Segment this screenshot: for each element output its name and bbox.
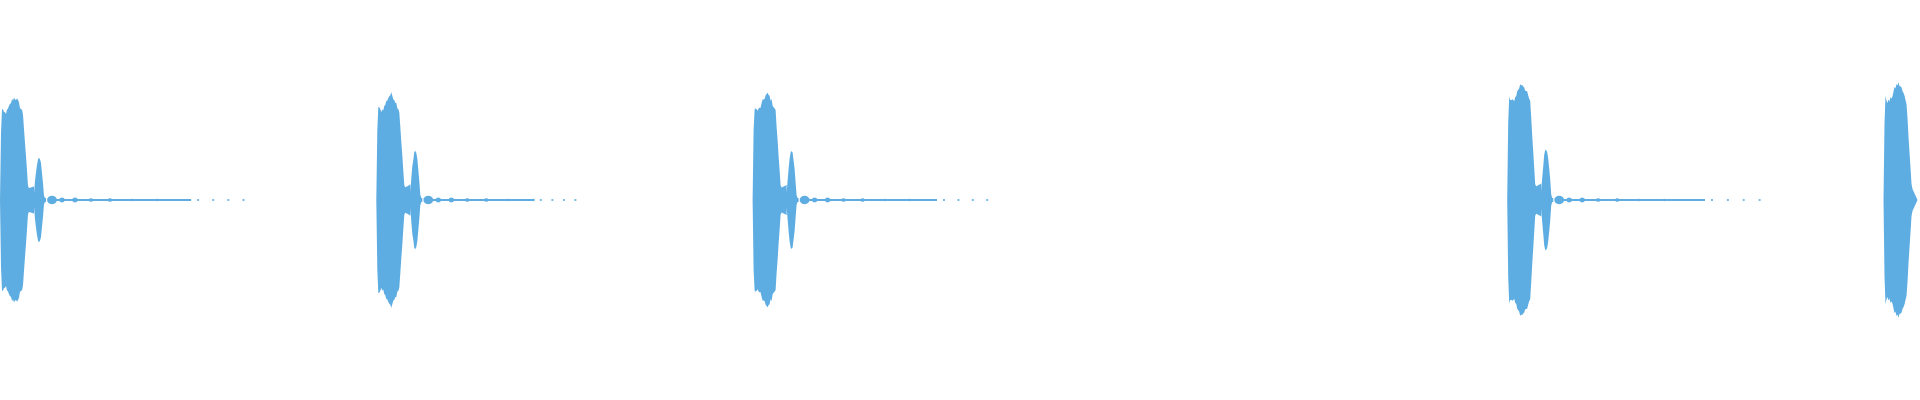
waveform-tail-1 <box>47 195 245 205</box>
waveform-burst-5 <box>1883 82 1918 318</box>
waveform-tail-2 <box>423 195 577 205</box>
waveform-tail-3 <box>799 195 989 205</box>
waveform-burst-1 <box>0 97 46 303</box>
waveform-tail-4 <box>1554 195 1761 205</box>
waveform-burst-4 <box>1507 84 1554 316</box>
waveform-burst-2 <box>376 92 423 308</box>
waveform-burst-3 <box>752 92 799 308</box>
